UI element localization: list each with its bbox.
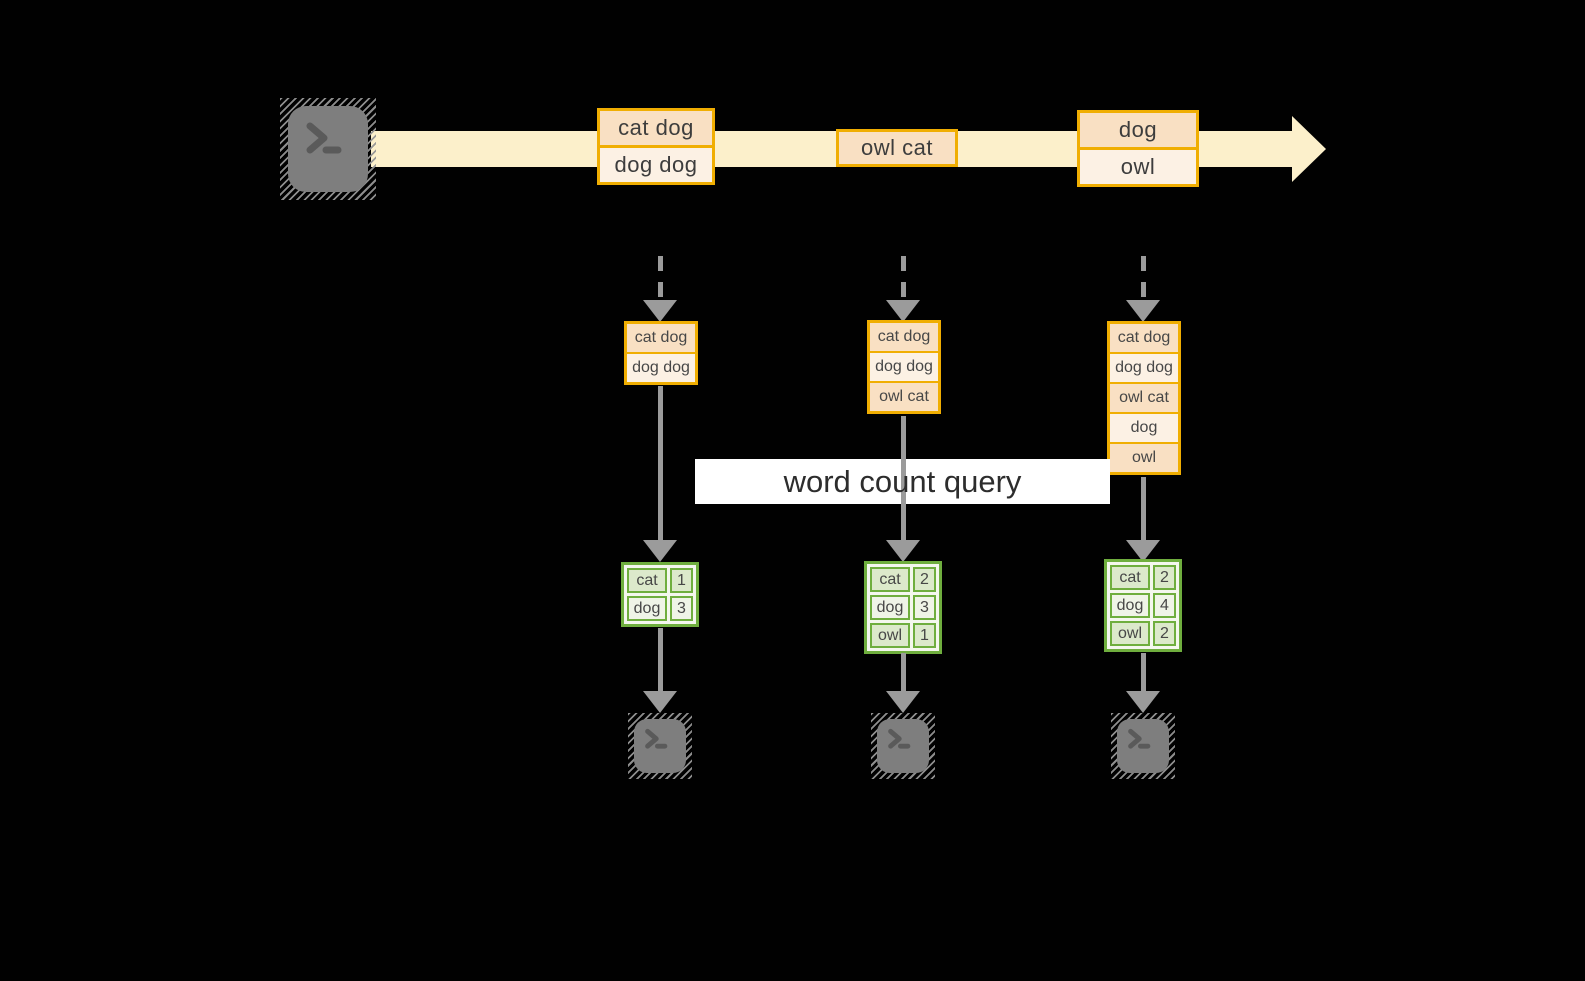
word-cell: cat xyxy=(1110,565,1150,590)
count-cell: 4 xyxy=(1153,593,1176,618)
query-arrowhead-icon xyxy=(643,540,677,562)
output-arrowhead-icon xyxy=(1126,691,1160,713)
word-cell: cat xyxy=(870,567,910,592)
micro-batch-arrowhead-icon xyxy=(643,300,677,322)
stream-batch-2: owl cat xyxy=(836,129,958,167)
query-arrowhead-icon xyxy=(886,540,920,562)
output-arrowhead-icon xyxy=(643,691,677,713)
word-count-table-2: cat 2 dog 3 owl 1 xyxy=(864,561,942,654)
sink-terminal-icon xyxy=(628,713,692,779)
query-arrow-line xyxy=(901,416,906,541)
batch-line: owl cat xyxy=(839,132,955,164)
sink-terminal-icon xyxy=(871,713,935,779)
terminal-prompt-icon xyxy=(645,728,668,749)
terminal-prompt-icon xyxy=(306,122,342,154)
micro-batch-arrow-line xyxy=(1141,256,1146,302)
word-cell: dog xyxy=(1110,593,1150,618)
buffer-box-2: cat dog dog dog owl cat xyxy=(867,320,941,414)
micro-batch-arrow-line xyxy=(658,256,663,302)
count-cell: 2 xyxy=(1153,621,1176,646)
query-arrow-line xyxy=(658,386,663,541)
buffer-line: owl cat xyxy=(870,381,938,411)
output-arrow-line xyxy=(1141,653,1146,691)
count-cell: 1 xyxy=(670,568,693,593)
buffer-box-1: cat dog dog dog xyxy=(624,321,698,385)
output-arrow-line xyxy=(658,628,663,691)
word-count-table-1: cat 1 dog 3 xyxy=(621,562,699,627)
terminal-prompt-icon xyxy=(1128,728,1151,749)
buffer-box-3: cat dog dog dog owl cat dog owl xyxy=(1107,321,1181,475)
buffer-line: cat dog xyxy=(870,323,938,351)
word-cell: dog xyxy=(627,596,667,621)
output-arrowhead-icon xyxy=(886,691,920,713)
output-arrow-line xyxy=(901,653,906,691)
batch-line: dog xyxy=(1080,113,1196,147)
batch-line: owl xyxy=(1080,147,1196,184)
buffer-line: owl xyxy=(1110,442,1178,472)
count-cell: 2 xyxy=(913,567,936,592)
query-arrowhead-icon xyxy=(1126,540,1160,562)
word-cell: owl xyxy=(870,623,910,648)
word-cell: cat xyxy=(627,568,667,593)
count-cell: 2 xyxy=(1153,565,1176,590)
buffer-line: dog dog xyxy=(627,352,695,382)
buffer-line: dog xyxy=(1110,412,1178,442)
word-count-table-3: cat 2 dog 4 owl 2 xyxy=(1104,559,1182,652)
buffer-line: cat dog xyxy=(1110,324,1178,352)
count-cell: 3 xyxy=(913,595,936,620)
terminal-prompt-icon xyxy=(888,728,911,749)
source-terminal-icon xyxy=(280,98,376,200)
buffer-line: cat dog xyxy=(627,324,695,352)
stream-batch-1: cat dog dog dog xyxy=(597,108,715,185)
stream-batch-3: dog owl xyxy=(1077,110,1199,187)
count-cell: 3 xyxy=(670,596,693,621)
stream-arrowhead-icon xyxy=(1292,116,1326,182)
count-cell: 1 xyxy=(913,623,936,648)
buffer-line: dog dog xyxy=(1110,352,1178,382)
batch-line: dog dog xyxy=(600,145,712,182)
query-arrow-line xyxy=(1141,477,1146,541)
buffer-line: owl cat xyxy=(1110,382,1178,412)
word-cell: dog xyxy=(870,595,910,620)
batch-line: cat dog xyxy=(600,111,712,145)
micro-batch-arrowhead-icon xyxy=(1126,300,1160,322)
query-label: word count query xyxy=(783,463,1022,499)
sink-terminal-icon xyxy=(1111,713,1175,779)
micro-batch-arrow-line xyxy=(901,256,906,302)
micro-batch-arrowhead-icon xyxy=(886,300,920,322)
word-cell: owl xyxy=(1110,621,1150,646)
buffer-line: dog dog xyxy=(870,351,938,381)
